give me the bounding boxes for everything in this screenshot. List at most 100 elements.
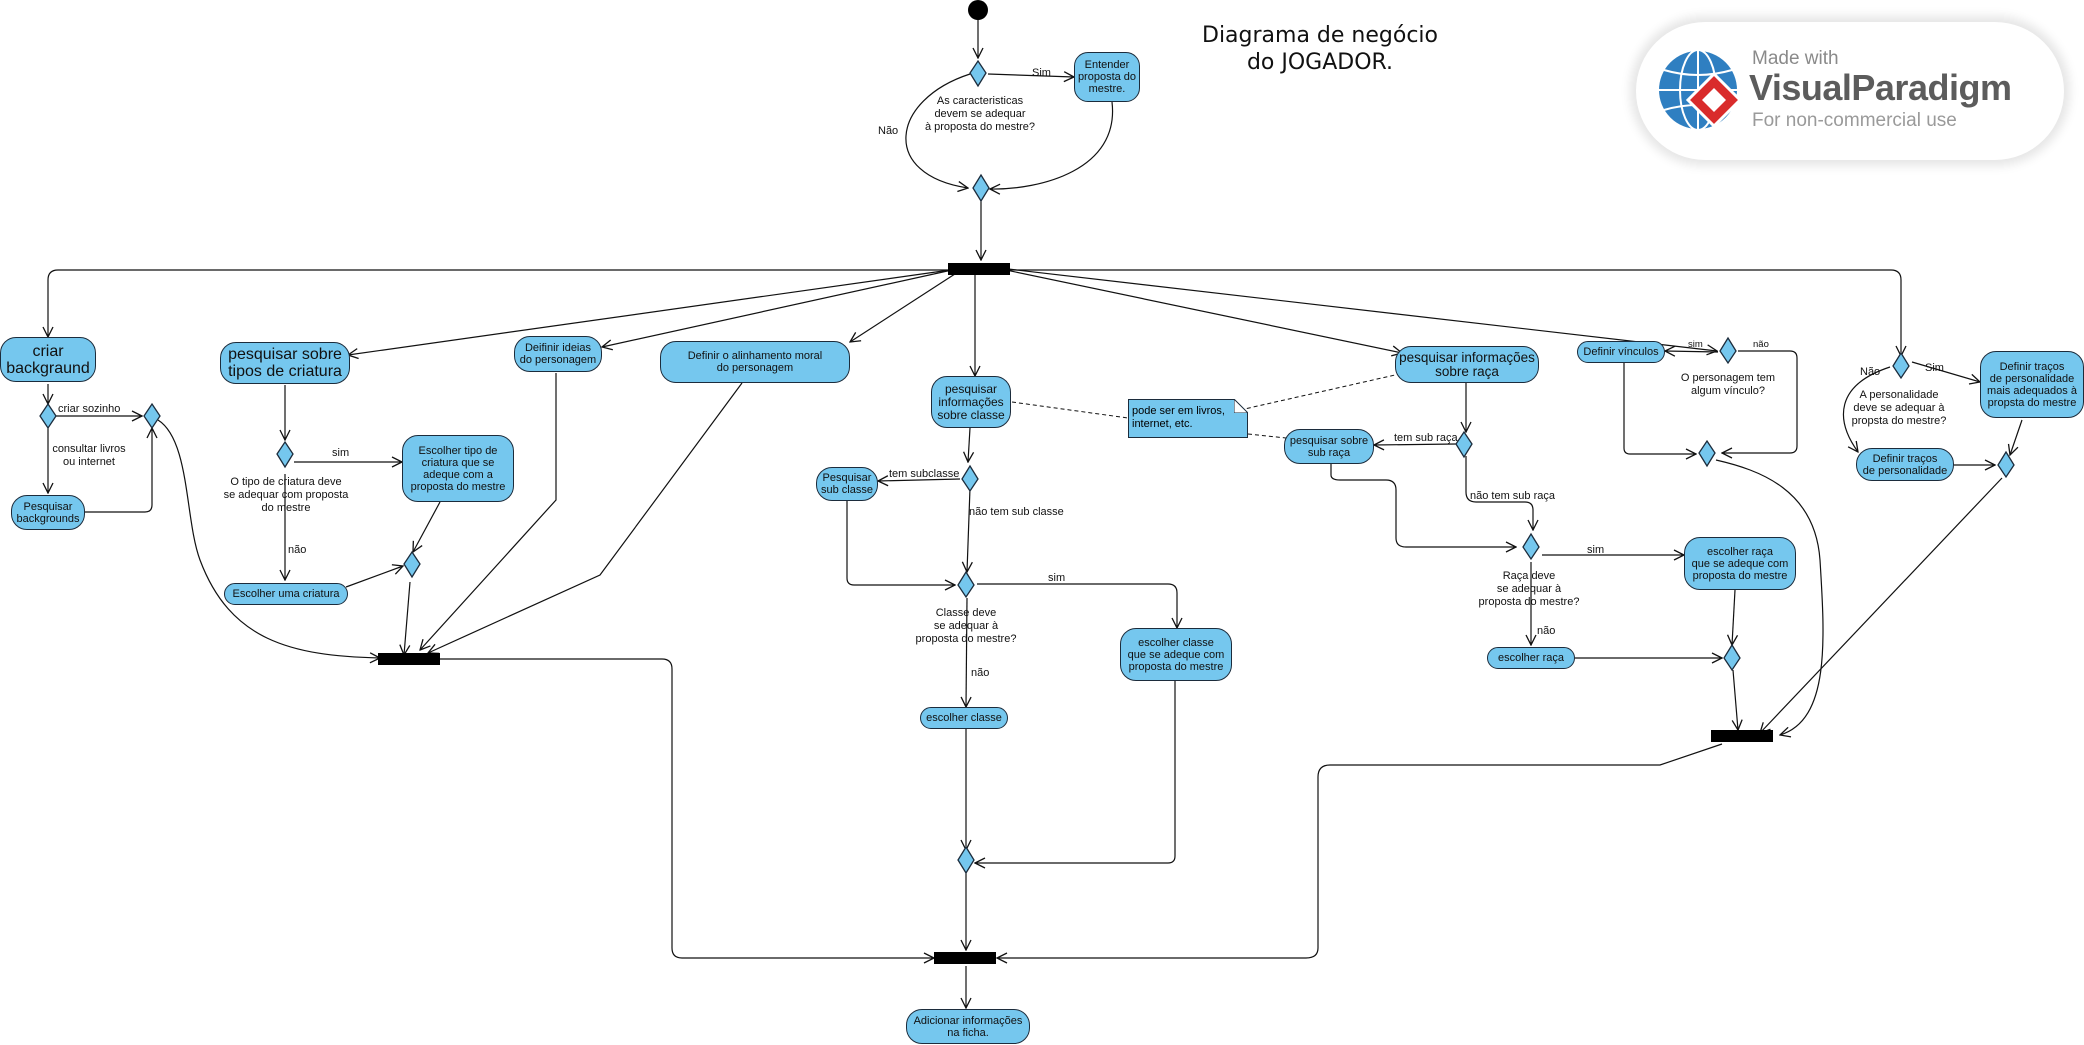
flow-tem-subraca bbox=[1374, 444, 1457, 445]
diagram-title: Diagrama de negócio do JOGADOR. bbox=[1202, 23, 1438, 75]
flow-tracos-adequados-to-merge bbox=[2010, 419, 2023, 455]
sync-bars bbox=[378, 263, 1773, 964]
guard-nao-personalidade: Não bbox=[1860, 366, 1881, 378]
flow-right-join-to-final-join bbox=[997, 743, 1723, 958]
guard-nao-top: Não bbox=[878, 125, 899, 137]
decision-label-caracteristicas: As caracteristicas devem se adequar à pr… bbox=[924, 95, 1036, 133]
action-definir-vinculos[interactable]: Definir vínculos bbox=[1577, 341, 1665, 363]
flow-fork-to-pesquisar-raca bbox=[1005, 269, 1402, 353]
flow-personalidade-merge-to-right-join bbox=[1760, 477, 2003, 733]
guard-tem-subraca: tem sub raça bbox=[1394, 432, 1458, 444]
decision-label-personalidade: A personalidade deve se adequar à propst… bbox=[1851, 389, 1947, 427]
action-definir-ideias[interactable]: Deifinir ideias do personagem bbox=[514, 336, 602, 372]
decision-classe bbox=[957, 570, 975, 599]
decision-label-vinculo: O personagem tem algum vínculo? bbox=[1680, 372, 1776, 397]
note-anchor-subraca bbox=[1247, 433, 1287, 439]
decision-nodes bbox=[39, 59, 2015, 875]
decision-subraca bbox=[1455, 430, 1473, 459]
action-pesquisar-classe[interactable]: pesquisar informações sobre classe bbox=[931, 376, 1011, 428]
initial-node bbox=[968, 0, 988, 20]
action-definir-tracos-adequados[interactable]: Definir traços de personalidade mais ade… bbox=[1980, 351, 2084, 418]
flow-fork-to-personalidade-decision bbox=[1010, 269, 1901, 356]
decision-tipo-criatura bbox=[276, 440, 294, 469]
flow-escolher-tipo-to-merge bbox=[413, 501, 441, 552]
flow-fork-to-definir-ideias bbox=[602, 269, 953, 347]
join-bar-final bbox=[934, 952, 996, 964]
merge-personalidade bbox=[1997, 450, 2015, 479]
flow-sim-classe bbox=[977, 583, 1177, 628]
action-adicionar-ficha[interactable]: Adicionar informações na ficha. bbox=[906, 1009, 1030, 1044]
flow-nao-to-merge bbox=[905, 73, 971, 188]
flow-nao-classe bbox=[966, 597, 967, 707]
flow-nao-vinculo-to-merge bbox=[1722, 350, 1798, 453]
flow-nao-personalidade bbox=[1842, 366, 1891, 452]
flow-raca-merge-to-right-join bbox=[1733, 669, 1738, 730]
flow-fork-to-pesquisar-tipos bbox=[348, 269, 951, 355]
decision-background bbox=[39, 402, 57, 430]
merge-tipo-criatura bbox=[403, 550, 421, 579]
flow-subraca-to-decision bbox=[1330, 464, 1516, 547]
decision-caracteristicas bbox=[969, 59, 987, 88]
decision-label-tipo-criatura: O tipo de criatura deve se adequar com p… bbox=[223, 476, 349, 514]
guard-consultar: consultar livros ou internet bbox=[52, 443, 126, 468]
guard-tem-subclasse: tem subclasse bbox=[889, 468, 960, 480]
action-pesquisar-subclasse[interactable]: Pesquisar sub classe bbox=[816, 467, 878, 501]
flow-criatura-to-merge bbox=[345, 566, 403, 588]
merge-raca bbox=[1723, 643, 1741, 672]
flow-sim-personalidade bbox=[1911, 361, 1980, 382]
note-fold-icon bbox=[1234, 399, 1248, 413]
flow-tem-subclasse bbox=[878, 479, 961, 481]
flow-alinhamento-to-join bbox=[428, 382, 743, 653]
action-pesquisar-subraca[interactable]: pesquisar sobre sub raça bbox=[1284, 429, 1374, 464]
flow-raca-adeque-to-merge bbox=[1732, 589, 1735, 645]
decision-raca bbox=[1522, 532, 1540, 561]
globe-logo-icon bbox=[1657, 49, 1743, 131]
flow-sim-vinculo bbox=[1665, 351, 1719, 352]
flow-ideias-to-join bbox=[420, 373, 557, 650]
guard-criar-sozinho: criar sozinho bbox=[58, 403, 121, 415]
action-definir-alinhamento[interactable]: Definir o alinhamento moral do personage… bbox=[660, 341, 850, 383]
flow-fork-to-vinculo-decision bbox=[1007, 268, 1717, 351]
action-pesquisar-backgrounds[interactable]: Pesquisar backgrounds bbox=[11, 495, 85, 530]
guard-sim-raca: sim bbox=[1587, 544, 1605, 556]
note-fontes: pode ser em livros, internet, etc. bbox=[1128, 399, 1248, 438]
join-bar-left bbox=[378, 653, 440, 665]
watermark-brand: VisualParadigm bbox=[1749, 67, 2012, 108]
flow-vinculos-to-merge bbox=[1623, 360, 1696, 454]
flow-fork-to-criar-background bbox=[48, 269, 948, 337]
guard-nao-raca: não bbox=[1537, 625, 1556, 637]
action-escolher-raca[interactable]: escolher raça bbox=[1487, 647, 1575, 669]
action-escolher-raca-adeque[interactable]: escolher raça que se adeque com proposta… bbox=[1684, 537, 1796, 590]
action-escolher-criatura[interactable]: Escolher uma criatura bbox=[224, 583, 348, 605]
flow-tipo-merge-to-join bbox=[404, 581, 411, 655]
merge-caracteristicas bbox=[972, 173, 990, 203]
flow-subclasse-to-decision bbox=[846, 501, 955, 585]
action-escolher-classe-adeque[interactable]: escolher classe que se adeque com propos… bbox=[1120, 628, 1232, 681]
merge-vinculo bbox=[1698, 439, 1716, 468]
decision-personalidade bbox=[1892, 351, 1910, 380]
action-criar-background[interactable]: criar backgraund bbox=[0, 337, 96, 382]
decision-label-classe: Classe deve se adequar à proposta do mes… bbox=[915, 607, 1017, 645]
action-entender-proposta[interactable]: Entender proposta do mestre. bbox=[1074, 52, 1140, 102]
guard-nao-tem-subclasse: não tem sub classe bbox=[969, 506, 1064, 518]
action-pesquisar-tipos-criatura[interactable]: pesquisar sobre tipos de criatura bbox=[220, 342, 350, 384]
fork-bar-main bbox=[948, 263, 1010, 275]
guard-sim-classe: sim bbox=[1048, 572, 1066, 584]
flow-fork-to-alinhamento bbox=[850, 271, 959, 342]
guard-sim-top: Sim bbox=[1032, 67, 1051, 79]
flow-nao-tem-subclasse bbox=[967, 487, 970, 572]
guard-sim-vinculo: sim bbox=[1688, 339, 1703, 350]
flow-entender-to-merge bbox=[990, 101, 1114, 189]
guard-nao-vinculo: não bbox=[1753, 339, 1769, 350]
flow-classe-adeque-to-merge bbox=[975, 681, 1176, 863]
flow-left-join-to-final-join bbox=[440, 658, 934, 958]
note-anchor-classe bbox=[1011, 401, 1129, 419]
guard-nao-tipo: não bbox=[288, 544, 307, 556]
note-anchor-raca bbox=[1239, 374, 1396, 411]
action-definir-tracos[interactable]: Definir traços de personalidade bbox=[1856, 448, 1954, 481]
action-escolher-classe[interactable]: escolher classe bbox=[920, 707, 1008, 729]
action-escolher-tipo-criatura[interactable]: Escolher tipo de criatura que se adeque … bbox=[402, 435, 514, 502]
decision-subclasse bbox=[961, 464, 979, 493]
action-pesquisar-raca[interactable]: pesquisar informações sobre raça bbox=[1395, 346, 1539, 383]
